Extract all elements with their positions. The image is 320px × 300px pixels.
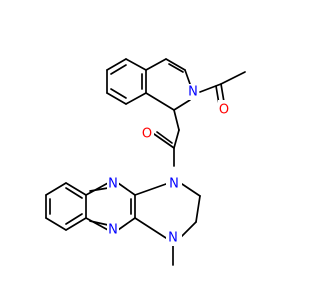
quinoxaline-benzene-ring	[45, 182, 87, 231]
quinoxaline-n-top-label: N	[108, 177, 118, 192]
atom-labels: N O O N N N N	[107, 84, 232, 246]
quinoxaline-n-bottom-label: N	[108, 223, 118, 238]
methylene-ketone-linker	[153, 109, 180, 167]
isoquinoline-nitrogen-label: N	[188, 85, 198, 100]
ketone-oxygen-label: O	[142, 127, 152, 142]
diazepine-ring	[134, 183, 201, 266]
quinoxaline-pyrazine-ring	[85, 182, 136, 231]
structure-svg: N O O N N N N	[0, 0, 300, 300]
molecule-diagram: N O O N N N N	[0, 0, 300, 300]
background	[0, 0, 300, 300]
diazepine-n4-label: N	[168, 231, 178, 246]
dihydroisoquinoline-ring	[145, 58, 191, 111]
diazepine-n1-label: N	[169, 177, 179, 192]
acetyl-oxygen-label: O	[219, 103, 229, 118]
isoquinoline-benzene-ring	[106, 58, 147, 105]
